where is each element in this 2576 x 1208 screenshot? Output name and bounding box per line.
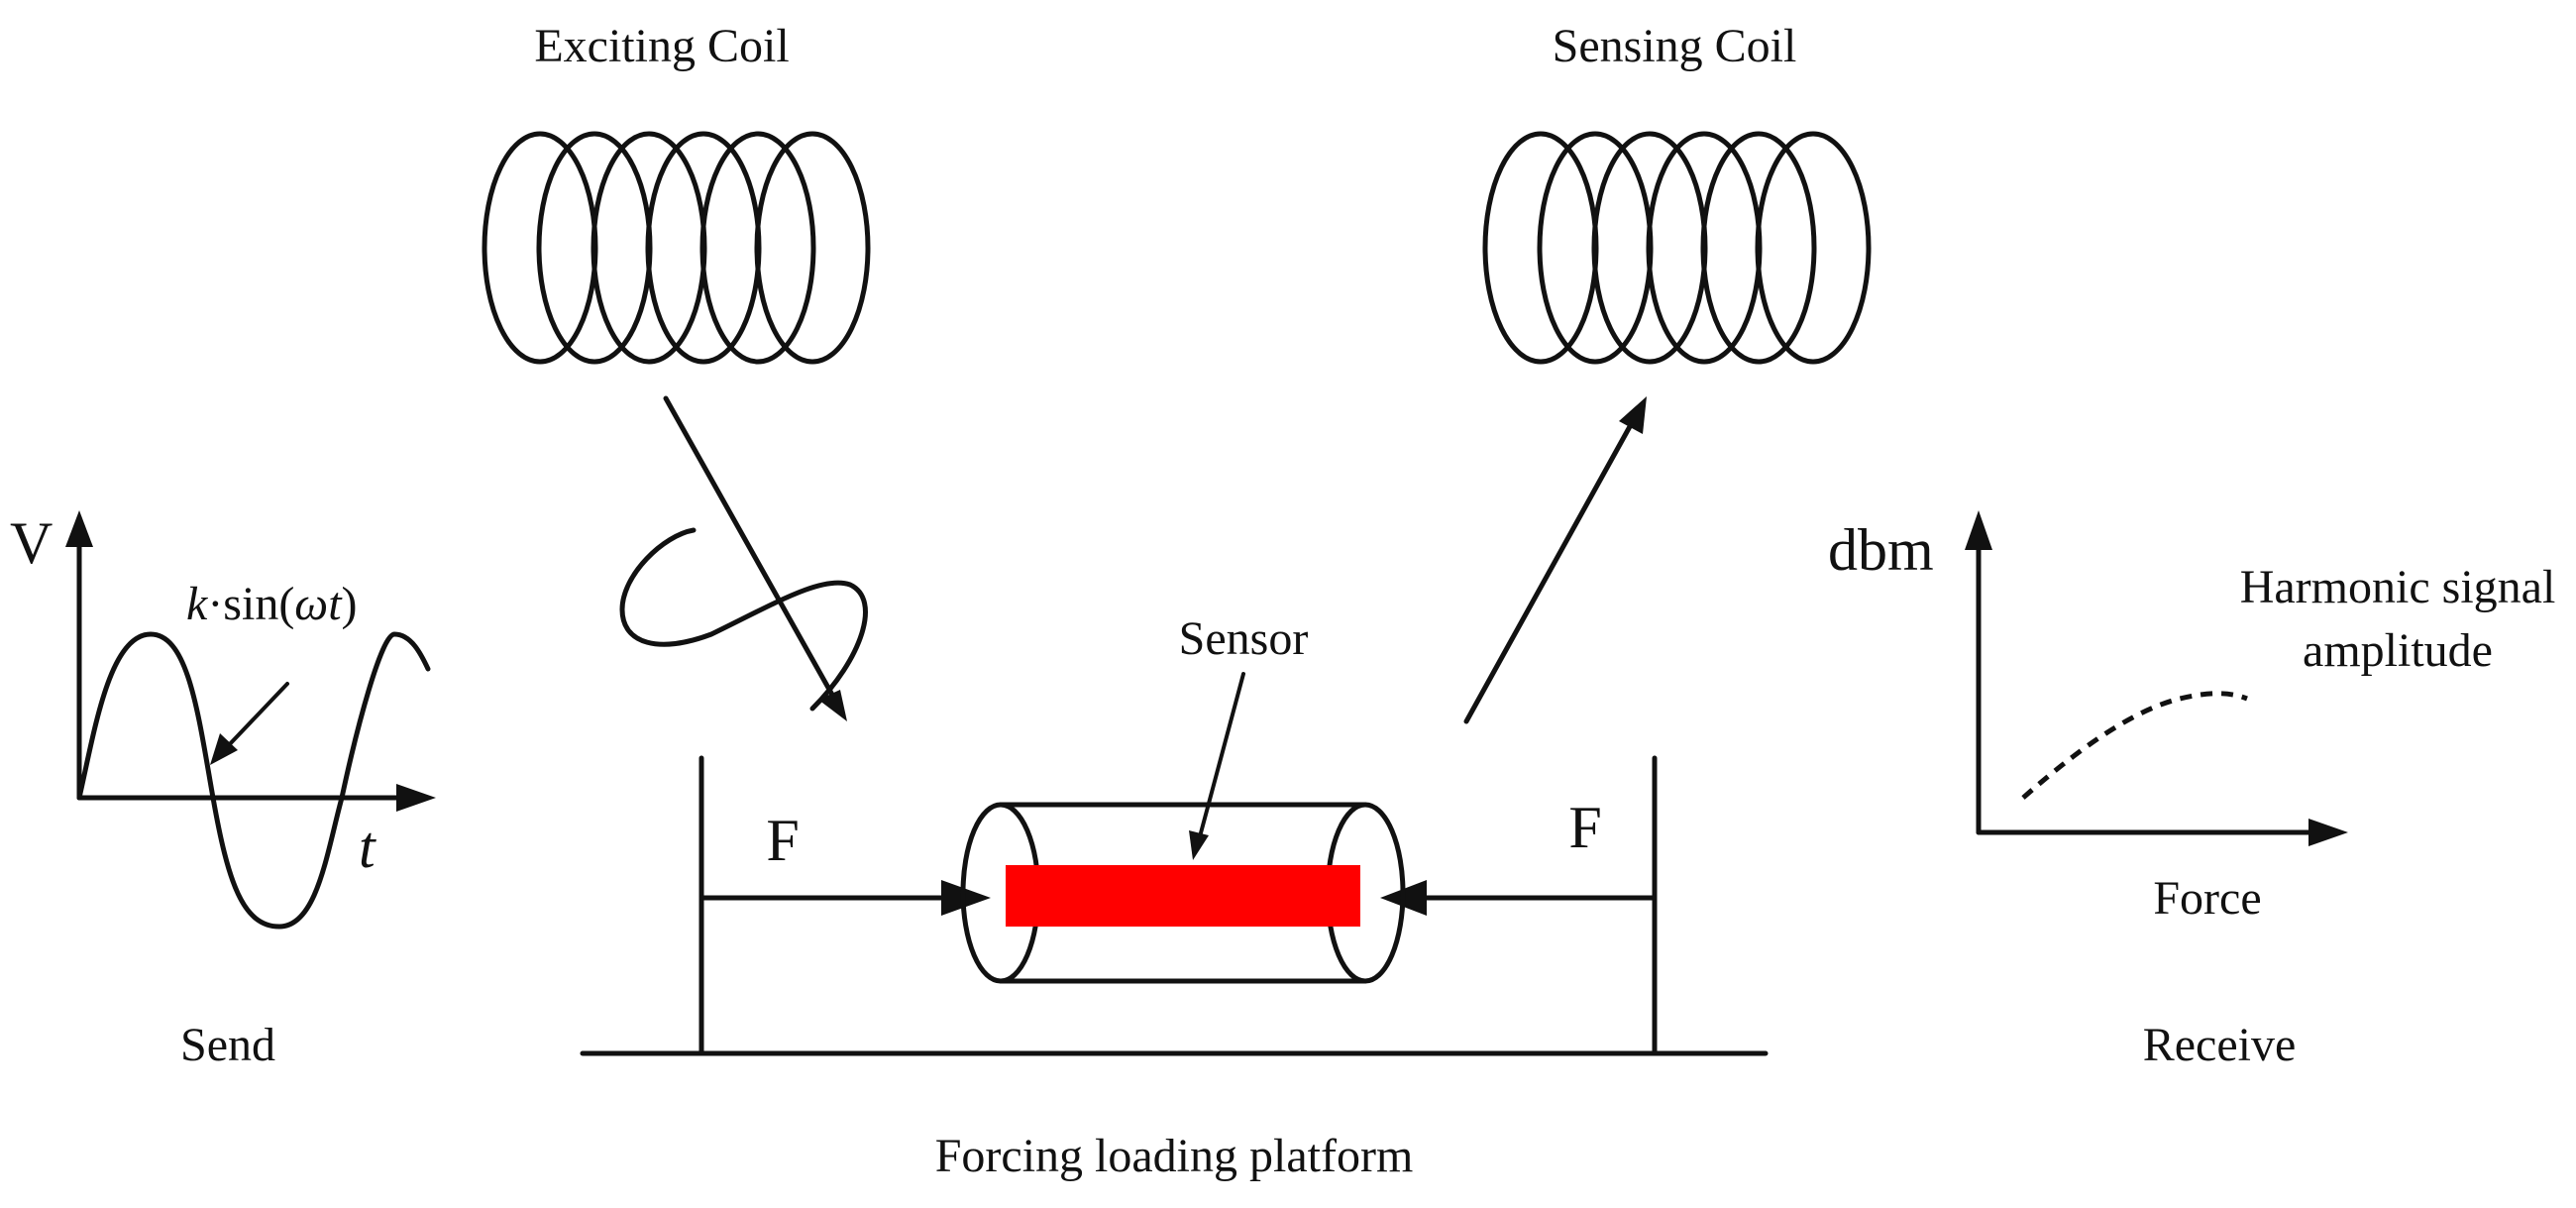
v-axis-label: V — [10, 510, 53, 576]
force-label-left: F — [766, 808, 799, 873]
wave-expr-b: ) — [342, 578, 358, 630]
force-arrow-right — [1380, 880, 1658, 916]
platform-label: Forcing loading platform — [935, 1130, 1414, 1182]
harmonic-label-line1: Harmonic signal — [2240, 561, 2556, 613]
dbm-axis-label: dbm — [1828, 517, 1934, 583]
receive-arrow — [1463, 396, 1647, 724]
wave-equation-label: k·sin(ωt) — [186, 578, 358, 630]
em-wave-curve — [619, 527, 868, 712]
t-axis-label: t — [359, 815, 376, 880]
exciting-coil — [482, 131, 871, 365]
exciting-coil-label: Exciting Coil — [534, 20, 789, 72]
wave-omega-t: ωt — [294, 578, 343, 630]
receive-plot — [1965, 510, 2348, 846]
send-label: Send — [180, 1019, 275, 1071]
sensor-label: Sensor — [1179, 612, 1309, 665]
sensor-bar — [1006, 865, 1360, 927]
wave-label-arrow — [210, 682, 289, 765]
excitation-arrow — [663, 395, 847, 721]
wave-expr-a: ·sin( — [207, 578, 294, 630]
send-sine-wave — [76, 631, 431, 930]
force-axis-label: Force — [2153, 872, 2261, 925]
wave-k: k — [186, 578, 209, 630]
harmonic-label-line2: amplitude — [2303, 624, 2493, 677]
sensor-pointer-arrow — [1189, 672, 1245, 860]
sensing-coil — [1482, 131, 1872, 365]
send-plot — [65, 510, 436, 930]
force-arrow-left — [698, 880, 991, 916]
force-label-right: F — [1568, 795, 1601, 860]
sensing-coil-label: Sensing Coil — [1553, 20, 1797, 72]
receive-label: Receive — [2143, 1019, 2297, 1071]
harmonic-amplitude-curve — [2021, 691, 2248, 800]
platform — [580, 755, 1769, 1056]
